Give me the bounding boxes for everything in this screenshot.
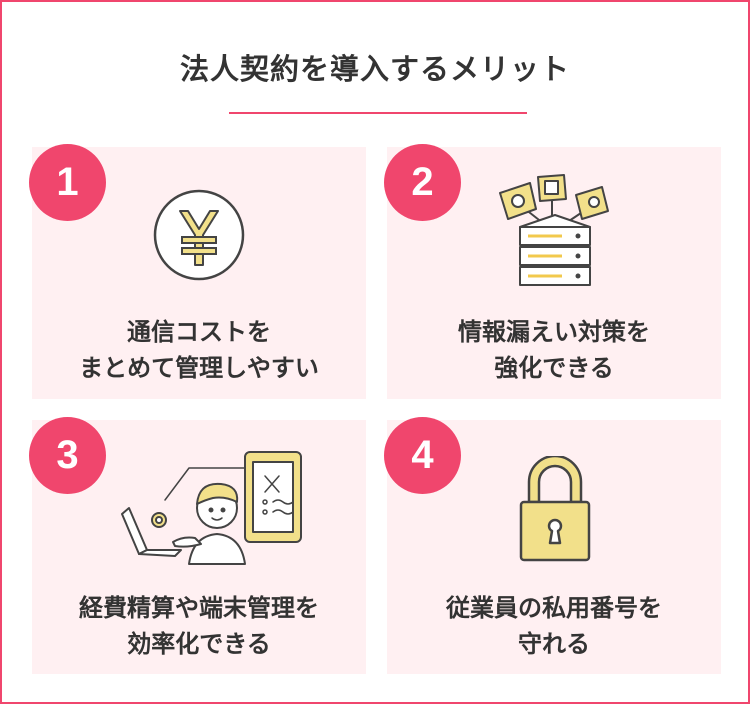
server-icon (499, 174, 609, 286)
benefit-text: 経費精算や端末管理を 効率化できる (79, 594, 319, 658)
benefit-number-badge: 4 (384, 417, 461, 494)
benefit-card-4: 4 従業員の私用番号を 守れる (384, 417, 721, 674)
title-underline (229, 112, 527, 114)
padlock-icon (519, 456, 591, 562)
yen-coin-icon (153, 189, 245, 281)
benefit-text: 従業員の私用番号を 守れる (446, 594, 662, 658)
benefit-number-badge: 3 (29, 417, 106, 494)
person-laptop-icon (121, 451, 302, 565)
benefit-number-badge: 2 (384, 144, 461, 221)
benefit-card-3: 3 (29, 417, 366, 674)
page-title: 法人契約を導入するメリット (179, 52, 570, 86)
benefit-card-1: 1 通信コストを まとめて管理しやすい (29, 144, 366, 399)
benefit-card-2: 2 情報漏えい (384, 144, 721, 399)
benefit-text: 通信コストを まとめて管理しやすい (79, 318, 319, 382)
benefit-number-badge: 1 (29, 144, 106, 221)
benefit-text: 情報漏えい対策を 強化できる (458, 318, 650, 382)
